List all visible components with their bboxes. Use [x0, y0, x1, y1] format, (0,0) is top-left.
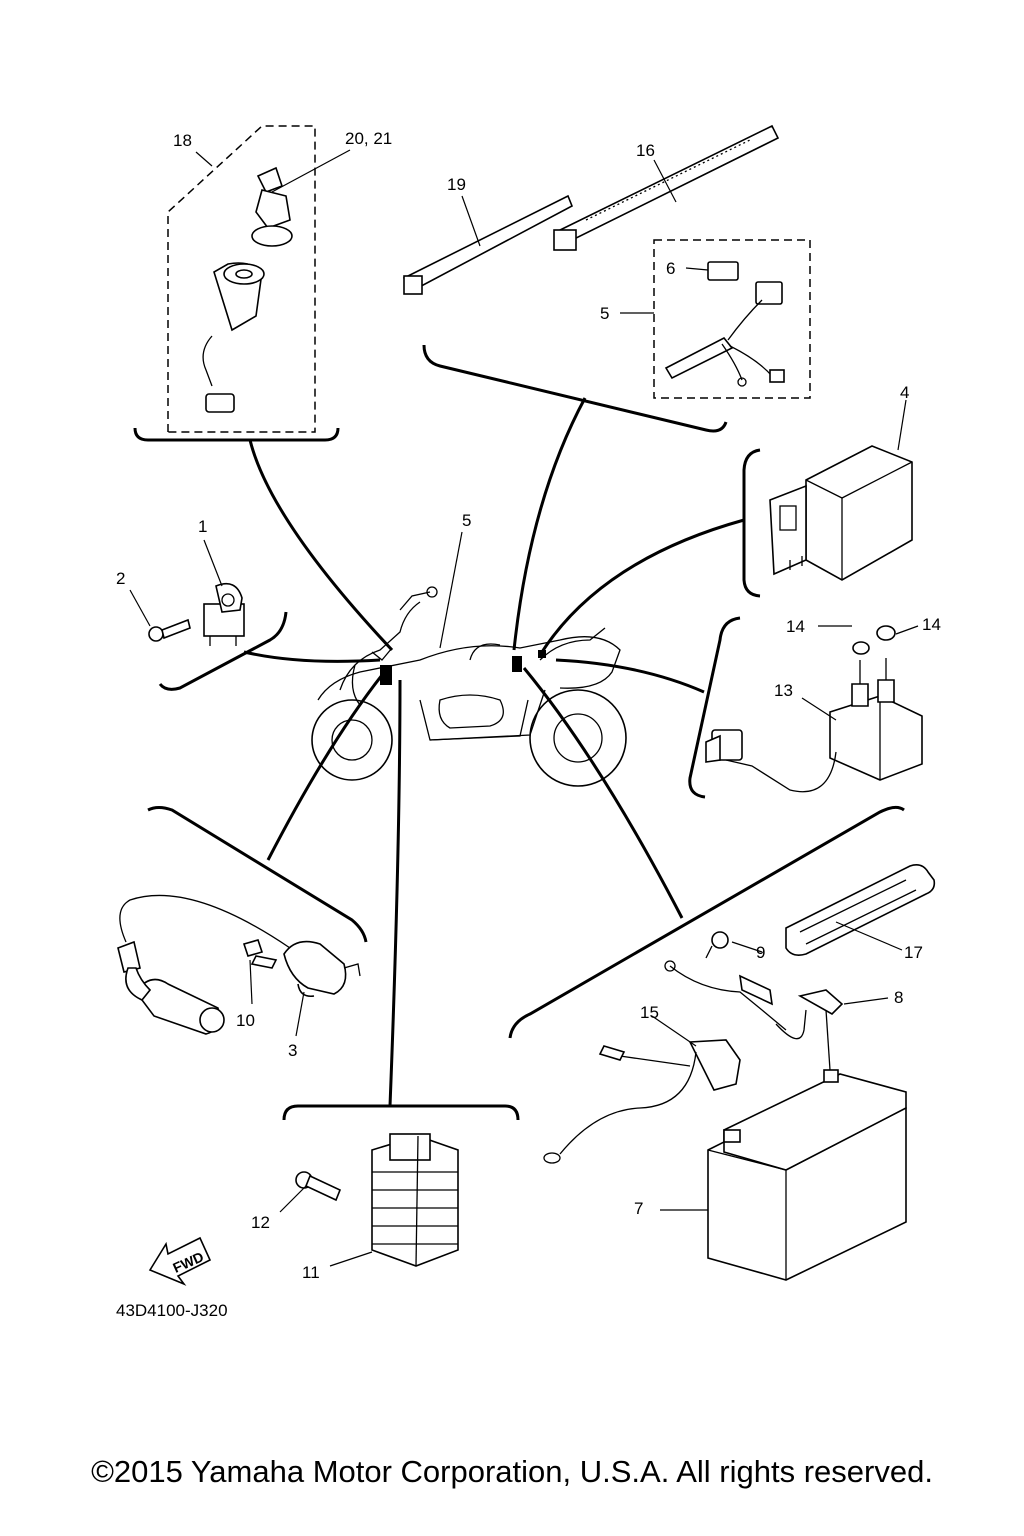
callout-12: 12 — [251, 1213, 270, 1232]
callout-5-upper: 5 — [600, 304, 609, 323]
callout-5-center: 5 — [462, 511, 471, 530]
callout-4: 4 — [900, 383, 909, 402]
callout-8: 8 — [894, 988, 903, 1007]
callout-10: 10 — [236, 1011, 255, 1030]
callout-7: 7 — [634, 1199, 643, 1218]
callout-9: 9 — [756, 943, 765, 962]
sub-harness — [653, 239, 811, 399]
battery-group — [543, 931, 907, 1281]
callout-16: 16 — [636, 141, 655, 160]
callout-14-right: 14 — [922, 615, 941, 634]
callout-15: 15 — [640, 1003, 659, 1022]
callout-14-left: 14 — [786, 617, 805, 636]
callout-18: 18 — [173, 131, 192, 150]
callout-1: 1 — [198, 517, 207, 536]
atv-illustration — [311, 586, 627, 787]
relay-with-screw — [148, 582, 245, 646]
copyright-notice: ©2015 Yamaha Motor Corporation, U.S.A. A… — [91, 1454, 933, 1489]
forward-arrow-icon: FWD — [148, 1236, 212, 1286]
callout-3: 3 — [288, 1041, 297, 1060]
callout-numbers: 18 20, 21 19 16 6 5 4 5 1 2 14 14 13 9 1… — [116, 129, 941, 1282]
battery-band — [785, 864, 936, 956]
main-switch-assembly — [167, 125, 316, 433]
starter-relay — [705, 625, 923, 793]
leader-lines — [133, 344, 905, 1121]
drawing-code: 43D4100-J320 — [116, 1301, 228, 1320]
rectifier-regulator — [295, 1133, 459, 1267]
cdi-unit — [769, 445, 913, 581]
callout-19: 19 — [447, 175, 466, 194]
callout-2: 2 — [116, 569, 125, 588]
reference-lines — [129, 149, 919, 1267]
callout-17: 17 — [904, 943, 923, 962]
callout-20-21: 20, 21 — [345, 129, 392, 148]
callout-6: 6 — [666, 259, 675, 278]
ignition-coil — [117, 894, 361, 1035]
callout-11: 11 — [302, 1263, 320, 1282]
callout-13: 13 — [774, 681, 793, 700]
